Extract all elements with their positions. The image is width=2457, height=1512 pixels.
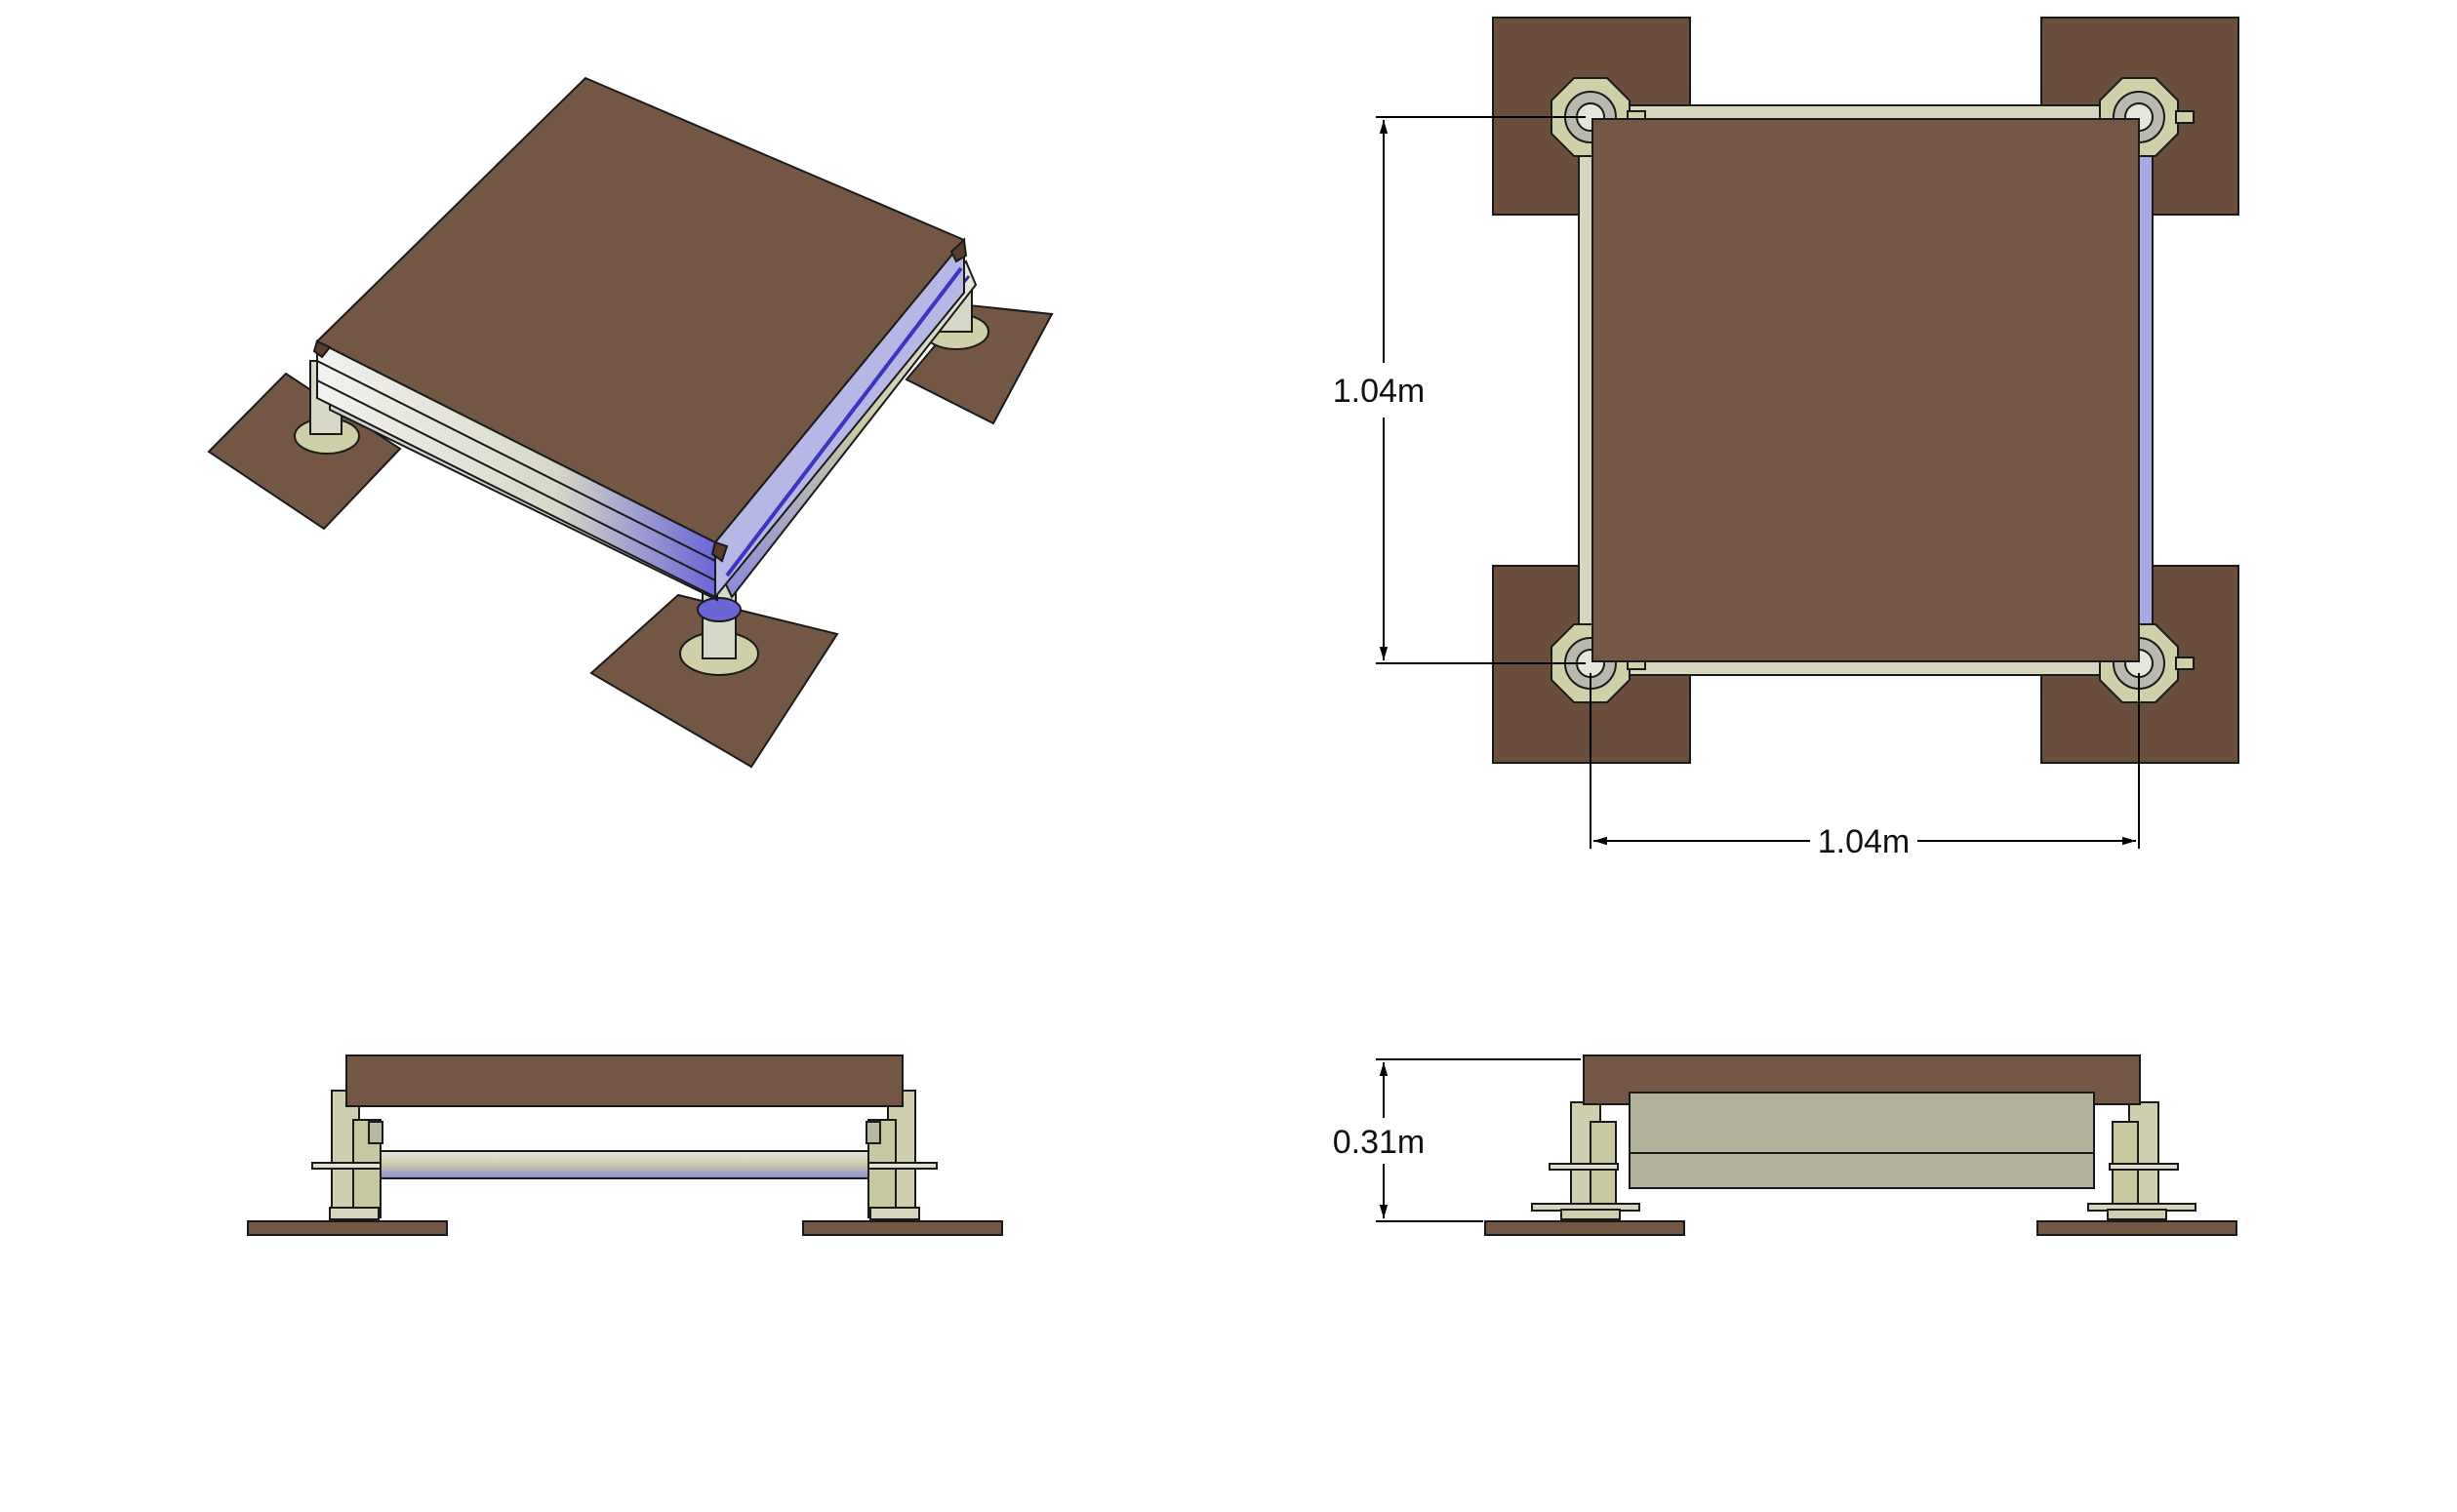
dimension-height-plan: 1.04m [1333, 116, 1586, 664]
stringer-side [1629, 1092, 2095, 1189]
panel-sides-iso [316, 237, 965, 600]
dimension-label-side-height: 0.31m [1333, 1124, 1426, 1161]
dimension-width-plan: 1.04m [1590, 673, 2140, 860]
front-elevation [247, 1054, 1003, 1236]
base-plate-right-side [2036, 1220, 2237, 1236]
dimension-label-height: 1.04m [1333, 373, 1426, 410]
floor-panel-plan [1591, 118, 2140, 662]
isometric-view [207, 76, 1054, 769]
dimension-label-width: 1.04m [1818, 823, 1911, 860]
base-plate-right-front [802, 1220, 1003, 1236]
dimension-height-side: 0.31m [1333, 1058, 1581, 1222]
plan-view: 1.04m 1.04m [1333, 17, 2239, 860]
stringers-plan [1578, 104, 2154, 676]
pedestal-right-side [2087, 1101, 2196, 1220]
floor-panel-front [345, 1054, 904, 1107]
base-plate-left-side [1484, 1220, 1685, 1236]
pedestal-left-side [1531, 1101, 1640, 1220]
base-plates-iso [207, 303, 1054, 769]
side-elevation: 0.31m [1333, 1054, 2237, 1236]
stringer-tube-front [380, 1150, 869, 1179]
pedestal-left-front [311, 1090, 386, 1220]
base-plate-left-front [247, 1220, 448, 1236]
pedestal-right-front [863, 1090, 938, 1220]
floor-panel-top-iso [315, 76, 966, 544]
